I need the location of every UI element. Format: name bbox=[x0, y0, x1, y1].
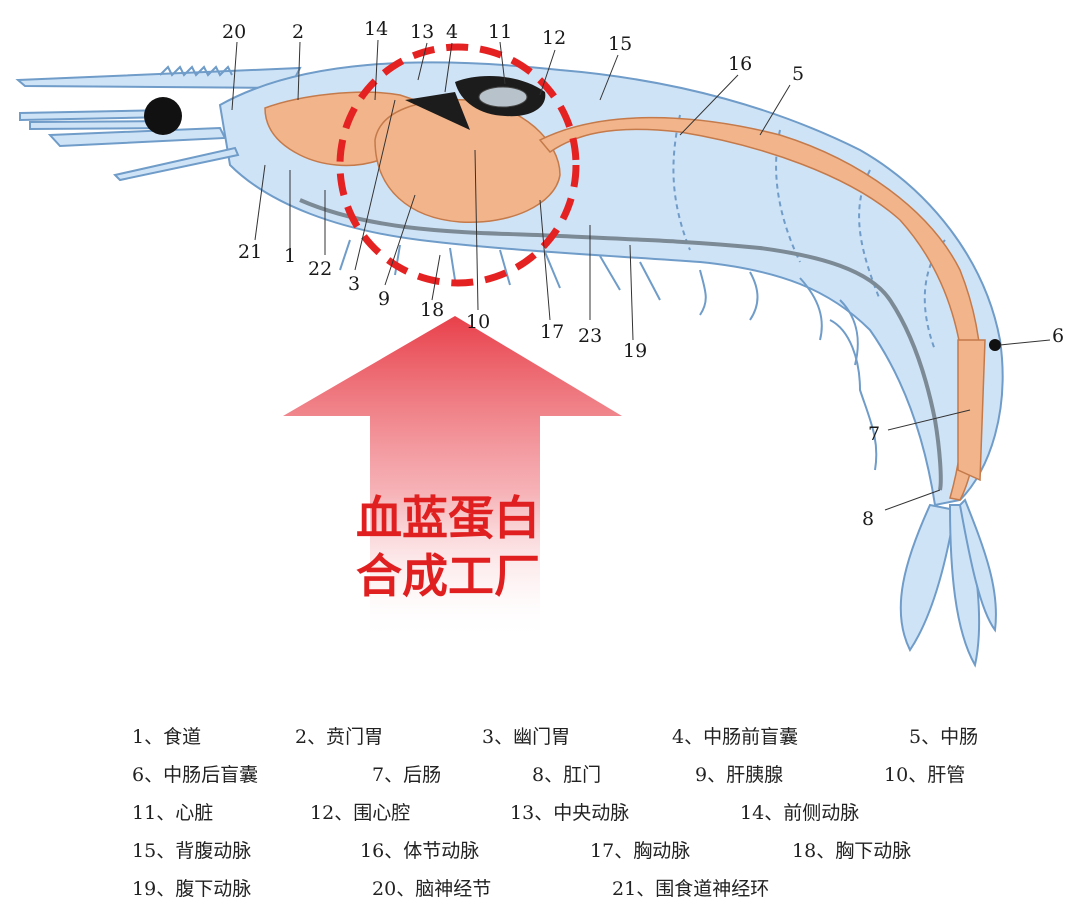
legend: 1、食道 2、贲门胃 3、幽门胃 4、中肠前盲囊 5、中肠 6、中肠后盲囊 7、… bbox=[132, 722, 1032, 912]
legend-item: 17、胸动脉 bbox=[590, 840, 691, 862]
legend-item: 6、中肠后盲囊 bbox=[132, 764, 259, 786]
legend-item: 12、围心腔 bbox=[310, 802, 411, 824]
legend-item: 10、肝管 bbox=[884, 764, 966, 786]
part-number-labels: 20 2 14 13 4 11 12 15 16 5 6 7 8 21 1 22… bbox=[222, 18, 1064, 530]
up-arrow bbox=[283, 316, 622, 640]
ventral-nerve-cord bbox=[299, 198, 943, 491]
legend-item: 2、贲门胃 bbox=[295, 726, 384, 748]
part-number-13: 13 bbox=[410, 21, 434, 43]
highlight-circle bbox=[336, 43, 580, 287]
part-number-11: 11 bbox=[488, 21, 512, 43]
legend-row: 6、中肠后盲囊 7、后肠 8、肛门 9、肝胰腺 10、肝管 bbox=[132, 760, 1032, 798]
part-number-15: 15 bbox=[608, 33, 632, 55]
legend-item: 21、围食道神经环 bbox=[612, 878, 770, 900]
legend-item: 4、中肠前盲囊 bbox=[672, 726, 799, 748]
eye bbox=[144, 97, 182, 135]
legend-item: 18、胸下动脉 bbox=[792, 840, 912, 862]
legend-item: 19、腹下动脉 bbox=[132, 878, 252, 900]
part-number-14: 14 bbox=[364, 18, 388, 40]
legend-row: 11、心脏 12、围心腔 13、中央动脉 14、前侧动脉 bbox=[132, 798, 1032, 836]
part-number-6: 6 bbox=[1052, 325, 1064, 347]
legend-item: 11、心脏 bbox=[132, 802, 214, 824]
leader-lines bbox=[231, 39, 1051, 511]
part-number-23: 23 bbox=[578, 325, 602, 347]
part-number-9: 9 bbox=[378, 288, 390, 310]
part-number-1: 1 bbox=[284, 245, 296, 267]
legend-item: 15、背腹动脉 bbox=[132, 840, 252, 862]
part-number-20: 20 bbox=[222, 21, 246, 43]
legend-item: 8、肛门 bbox=[532, 764, 602, 786]
part-number-18: 18 bbox=[420, 299, 444, 321]
part-number-10: 10 bbox=[466, 311, 490, 333]
part-number-5: 5 bbox=[792, 63, 804, 85]
legend-item: 20、脑神经节 bbox=[372, 878, 492, 900]
legend-item: 9、肝胰腺 bbox=[695, 764, 784, 786]
legend-item: 14、前侧动脉 bbox=[740, 802, 860, 824]
legend-item: 7、后肠 bbox=[372, 764, 442, 786]
shrimp-anatomy-diagram: 20 2 14 13 4 11 12 15 16 5 6 7 8 21 1 22… bbox=[15, 18, 1064, 668]
legend-item: 5、中肠 bbox=[909, 726, 979, 748]
legend-row: 19、腹下动脉 20、脑神经节 21、围食道神经环 bbox=[132, 874, 1032, 912]
part-number-8: 8 bbox=[862, 508, 874, 530]
part-number-16: 16 bbox=[728, 53, 752, 75]
part-number-19: 19 bbox=[623, 340, 647, 362]
legend-row: 1、食道 2、贲门胃 3、幽门胃 4、中肠前盲囊 5、中肠 bbox=[132, 722, 1032, 760]
legend-item: 3、幽门胃 bbox=[482, 726, 571, 748]
legend-item: 16、体节动脉 bbox=[360, 840, 480, 862]
part-number-21: 21 bbox=[238, 241, 262, 263]
digestive-organs bbox=[264, 91, 986, 501]
legend-row: 15、背腹动脉 16、体节动脉 17、胸动脉 18、胸下动脉 bbox=[132, 836, 1032, 874]
part-number-22: 22 bbox=[308, 258, 332, 280]
part-number-3: 3 bbox=[348, 273, 360, 295]
part-number-2: 2 bbox=[292, 21, 304, 43]
part-number-12: 12 bbox=[542, 27, 566, 49]
gastric-mill bbox=[405, 92, 470, 130]
legend-item: 13、中央动脉 bbox=[510, 802, 630, 824]
headline-line-1: 血蓝蛋白 bbox=[356, 491, 540, 545]
headline-line-2: 合成工厂 bbox=[356, 549, 540, 603]
part-number-4: 4 bbox=[446, 21, 458, 43]
part-number-7: 7 bbox=[868, 423, 880, 445]
legend-item: 1、食道 bbox=[132, 726, 202, 748]
anus-dot bbox=[989, 339, 1001, 351]
heart bbox=[455, 76, 546, 117]
part-number-17: 17 bbox=[540, 321, 564, 343]
